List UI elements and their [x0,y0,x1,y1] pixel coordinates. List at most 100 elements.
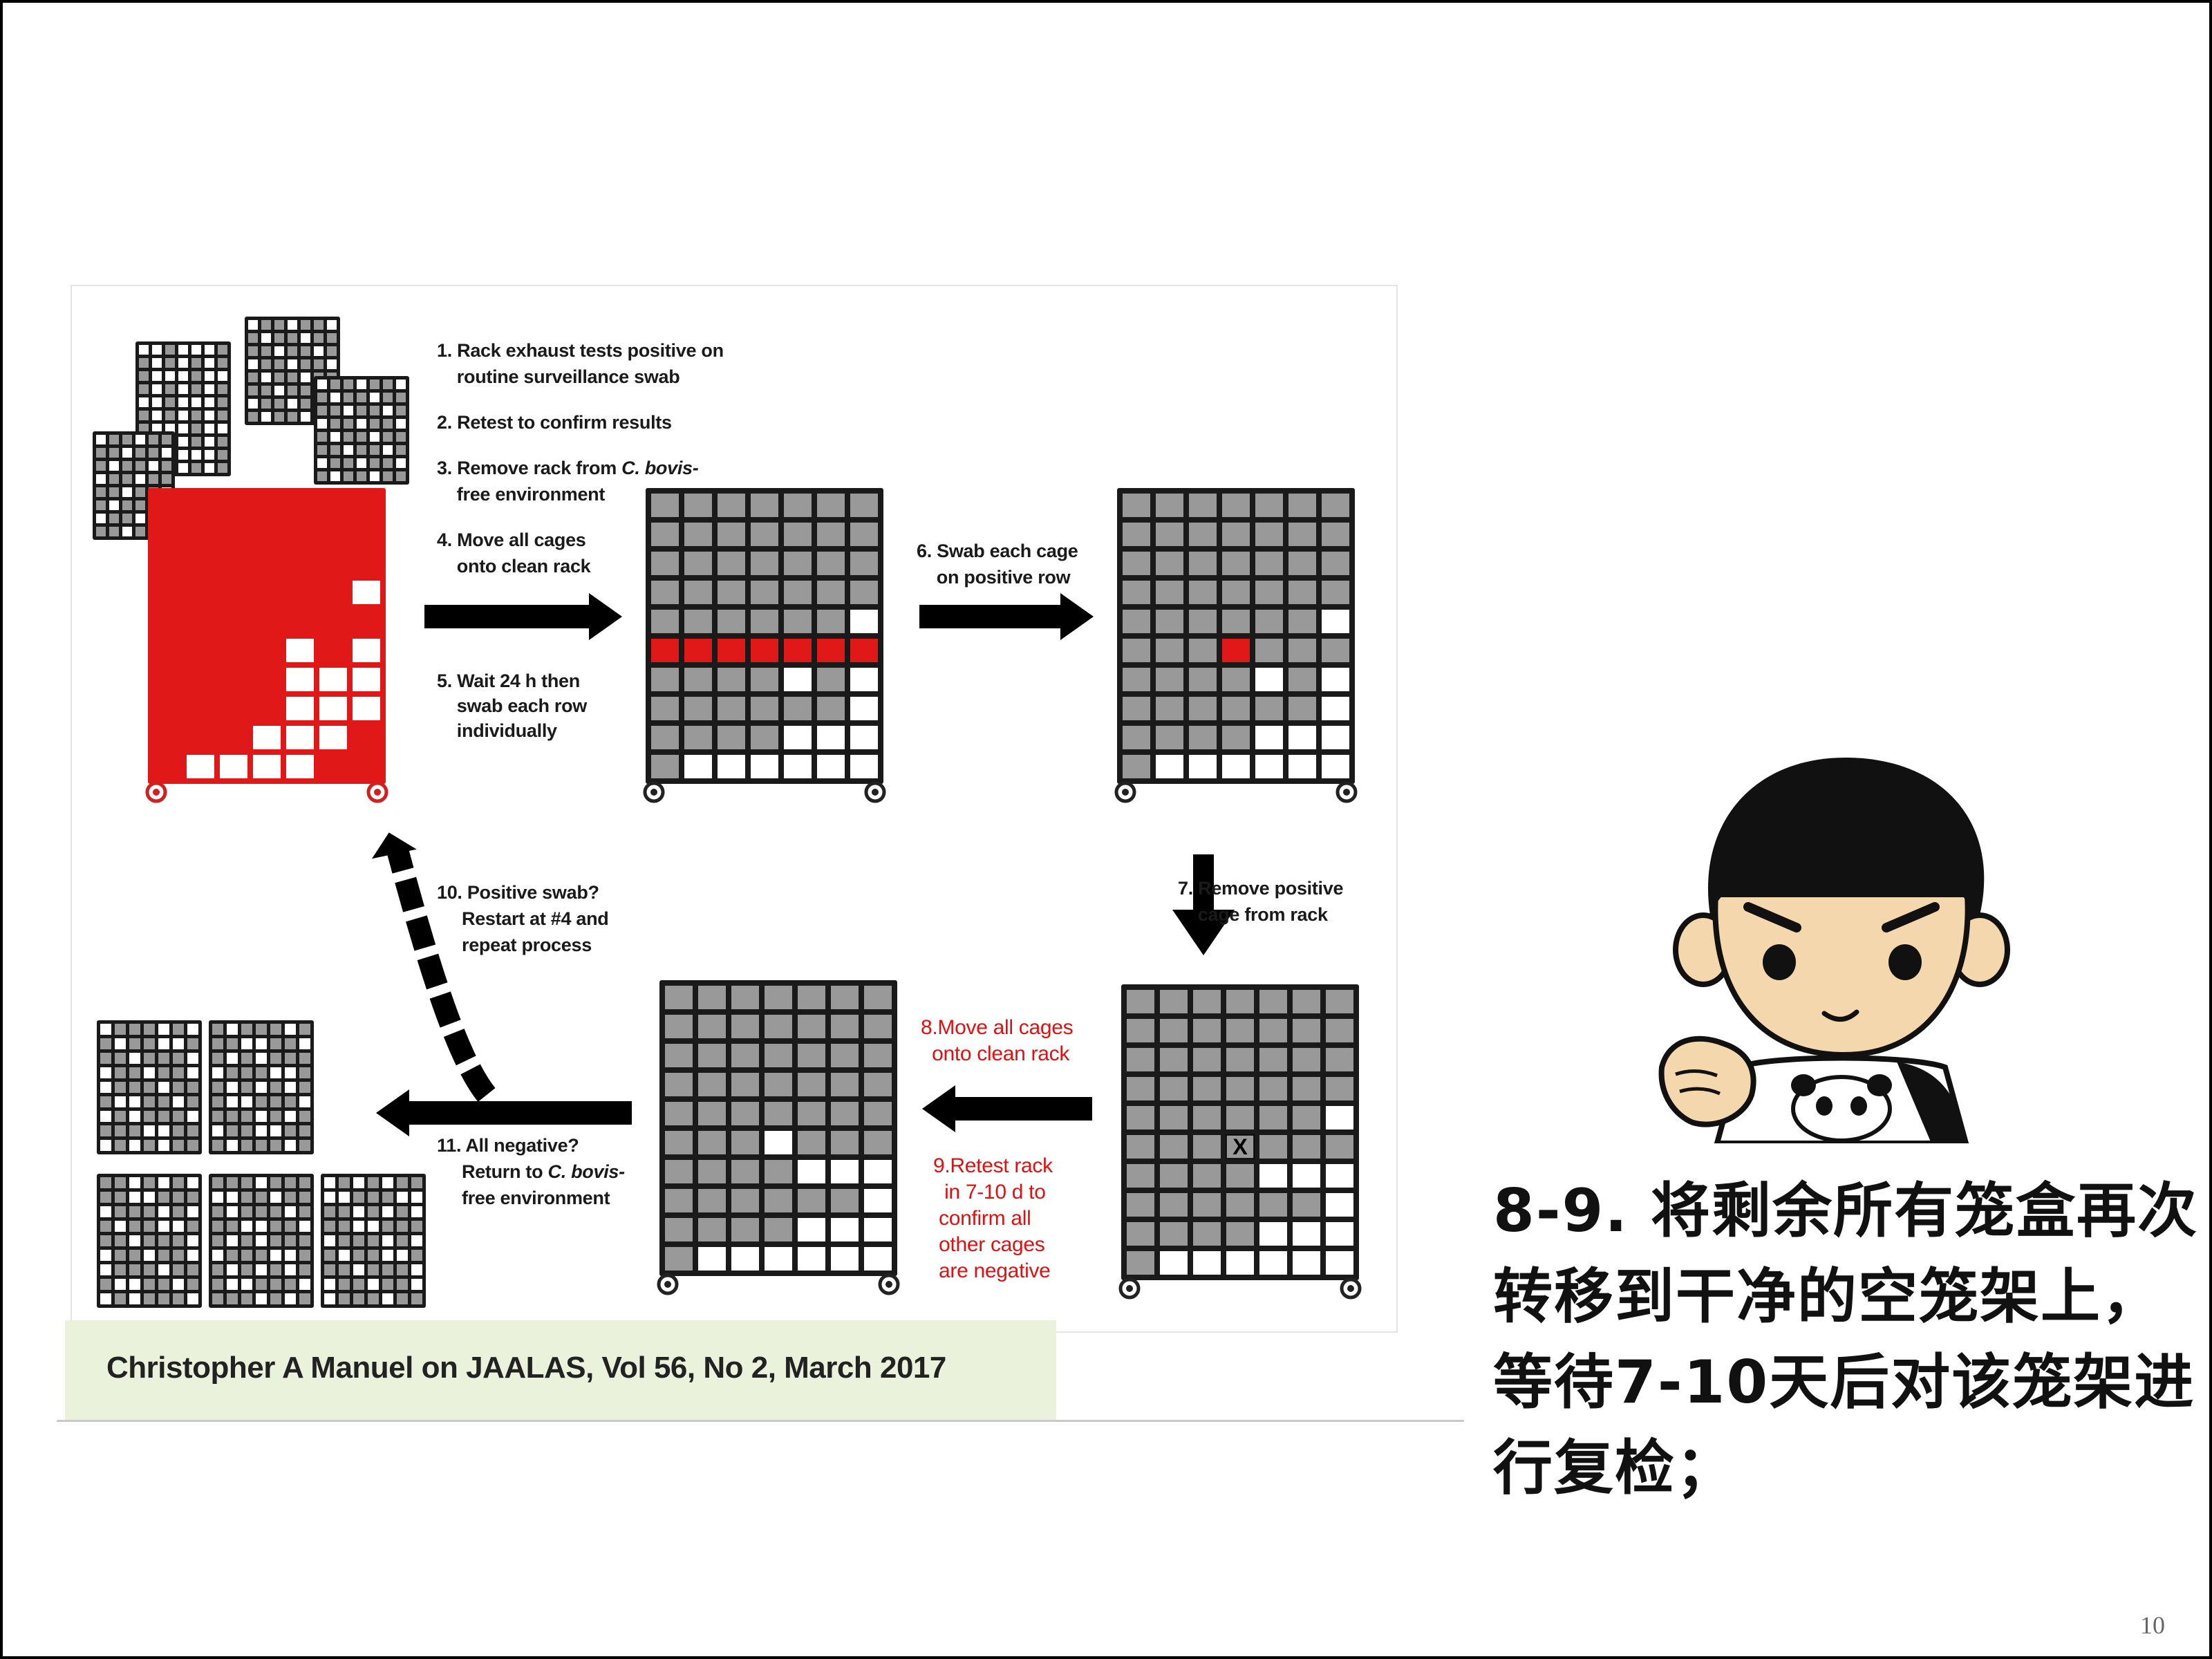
rack-2-positive-row-cage [651,755,679,778]
stack-rack-d-cage [109,474,119,484]
rack-1-positive-cage [286,697,314,720]
returned-rack-4-cage [227,1235,238,1246]
rack-1-positive-cage [286,726,314,749]
stack-rack-a-cage [178,345,188,355]
stack-rack-c-cage [396,419,406,429]
rack-4-cage-removed-cage [1127,1135,1154,1159]
rack-2-positive-row-cage [784,610,812,633]
rack-5-clean-cage [665,1073,693,1096]
rack-2-positive-row-cage [850,552,878,575]
stack-rack-b-cage [274,346,284,356]
rack-5-clean-cage [731,1015,759,1038]
returned-rack-4-cage [241,1206,252,1217]
rack-5-clean-cage [831,1073,859,1096]
returned-rack-4-cage [285,1221,296,1232]
stack-rack-b-cage [248,399,258,409]
returned-rack-2-cage [270,1096,281,1107]
rack-5-clean-cage [731,1073,759,1096]
returned-rack-3-cage [115,1235,126,1246]
rack-4-cage-removed-cage [1326,1106,1353,1130]
returned-rack-3-cage [115,1221,126,1232]
rack-1-positive-cage [353,523,380,546]
returned-rack-1-cage [115,1140,126,1151]
returned-rack-1-cage [144,1096,155,1107]
rack-3-positive-cage-cage [1288,581,1316,604]
rack-5-clean-cage [864,1102,892,1125]
returned-rack-2-cage [212,1096,223,1107]
stack-rack-b-cage [274,399,284,409]
rack-1-positive-cage [286,639,314,662]
rack-2-positive-row-cage [784,639,812,662]
rack-4-cage-removed-cage [1259,1106,1287,1130]
rack-4-cage-removed-cage [1160,1193,1188,1217]
stack-rack-b-cage [274,373,284,382]
rack-3-positive-cage-cage [1156,755,1183,778]
returned-rack-1-cage [129,1082,140,1093]
returned-rack-2-cage [285,1140,296,1151]
returned-rack-3-cage [129,1206,140,1217]
rack-4-cage-removed-cage [1326,1222,1353,1246]
step-3-line-1: 3. Remove rack from C. bovis- [437,455,699,481]
rack-1-positive-cage [220,552,247,575]
returned-rack-5-cage [324,1293,335,1304]
stack-rack-c-cage [357,393,366,402]
stack-rack-a-cage [178,463,188,473]
rack-4-cage-removed-cage [1293,1222,1320,1246]
rack-1-positive-cage [187,726,214,749]
rack-5-clean-cage [731,1131,759,1154]
rack-1-positive-cage [187,639,214,662]
rack-2-positive-row-cage [817,581,845,604]
stack-rack-c-cage [317,393,327,402]
returned-rack-5-cage [411,1279,422,1290]
rack-1-positive-cage [187,552,214,575]
returned-rack-5-cage [397,1250,408,1261]
returned-rack-2-cage [285,1053,296,1064]
returned-rack-5-cage [353,1293,364,1304]
returned-rack-1-cage [115,1082,126,1093]
rack-5-clean-cage [765,1189,792,1212]
stack-rack-a-cage [191,411,201,420]
rack-3-positive-cage-cage [1189,581,1217,604]
rack-4-cage-removed-cage [1259,1077,1287,1100]
returned-rack-4-cage [227,1177,238,1188]
returned-rack-5-cage [339,1279,350,1290]
returned-rack-1-cage [173,1082,184,1093]
returned-rack-3-cage [129,1221,140,1232]
stack-rack-a-cage [165,397,175,407]
rack-1-positive-cage [353,581,380,604]
rack-4-cage-removed-cage [1326,1077,1353,1100]
returned-rack-1-cage [115,1096,126,1107]
returned-rack-5-cage [324,1206,335,1217]
rack-4-cage-removed-cage [1259,1222,1287,1246]
returned-rack-1-cage [100,1096,111,1107]
rack-4-cage-removed-cage [1259,1135,1287,1159]
rack-4-cage-removed-cage [1160,1106,1188,1130]
rack-1-positive-cage [187,697,214,720]
stack-rack-a-cage [152,411,162,420]
rack-3-positive-cage-cage [1322,639,1349,662]
page-number: 10 [2140,1611,2165,1639]
stack-rack-a-cage [152,384,162,394]
returned-rack-4-cage [212,1235,223,1246]
stack-rack-a-cage [205,345,214,355]
returned-rack-5-cage [382,1235,393,1246]
rack-5-clean-cage [731,1218,759,1241]
returned-rack-2-cage [227,1111,238,1122]
rack-1-positive-cage [319,639,347,662]
stack-rack-a-cage [205,358,214,368]
rack-5-clean-cage [831,1102,859,1125]
rack-3-positive-cage-cage [1156,697,1183,720]
rack-4-cage-removed-cage [1226,1019,1254,1042]
returned-rack-1-cage [173,1096,184,1107]
rack-4-cage-removed-cage [1160,1222,1188,1246]
rack-4-cage-removed-cage [1160,1251,1188,1275]
stack-rack-c-cage [370,419,379,429]
returned-rack-4-cage [256,1235,267,1246]
rack-4-cage-removed-cage [1326,1135,1353,1159]
stack-rack-c-cage [357,445,366,455]
stack-rack-b-cage [301,346,310,356]
rack-2-positive-row-cage [718,726,745,749]
rack-3-positive-cage-cage [1288,755,1316,778]
stack-rack-d-cage [96,461,106,471]
stack-rack-d-cage [122,527,132,536]
